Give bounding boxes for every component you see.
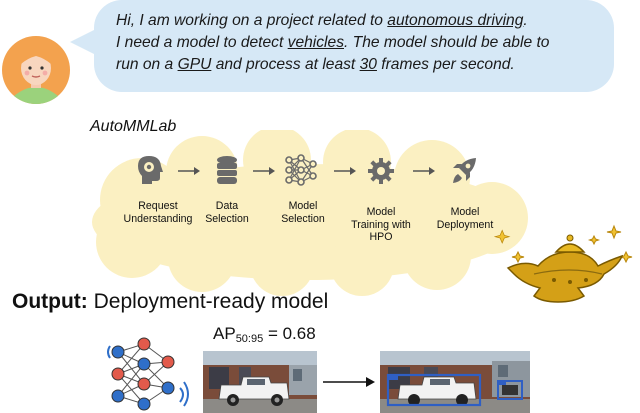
magic-lamp-icon [494, 224, 633, 303]
user-avatar [2, 36, 70, 104]
flow-arrow-4 [413, 167, 435, 175]
detection-arrow [323, 377, 375, 387]
keyword-autonomous-driving: autonomous driving [387, 12, 524, 29]
head-gear-icon [138, 156, 163, 184]
speech-bubble-tail [70, 28, 98, 56]
output-prefix: Output: [12, 290, 88, 313]
detection-result-photo [380, 351, 530, 413]
step-label-model-training: Model Training with HPO [351, 206, 411, 243]
speech-bubble [94, 0, 614, 92]
output-heading: Output: Deployment-ready model [12, 290, 328, 314]
user-request-text: Hi, I am working on a project related to… [116, 10, 606, 76]
keyword-30: 30 [359, 56, 377, 73]
flow-arrow-1 [178, 167, 200, 175]
request-line-1: Hi, I am working on a project related to… [116, 12, 528, 29]
input-street-photo [203, 351, 317, 413]
database-icon [217, 156, 237, 184]
request-line-2: I need a model to detect vehicles. The m… [116, 34, 550, 51]
ap-metric: AP50:95 = 0.68 [213, 324, 316, 345]
step-label-request-understanding: Request Understanding [123, 200, 193, 225]
pipeline-cloud [92, 130, 528, 296]
flow-arrow-3 [334, 167, 356, 175]
gear-icon [368, 158, 394, 184]
keyword-gpu: GPU [177, 56, 212, 73]
step-label-model-selection: Model Selection [281, 200, 325, 225]
neural-network-output-icon [107, 337, 189, 411]
step-label-data-selection: Data Selection [205, 200, 249, 225]
request-line-3: run on a GPU and process at least 30 fra… [116, 56, 515, 73]
flow-arrow-2 [253, 167, 275, 175]
step-label-model-deployment: Model Deployment [436, 206, 494, 231]
output-text: Deployment-ready model [87, 290, 329, 313]
brand-label: AutoMMLab [90, 118, 177, 135]
keyword-vehicles: vehicles [287, 34, 344, 51]
rocket-icon [453, 158, 476, 183]
neural-network-icon [285, 154, 317, 186]
